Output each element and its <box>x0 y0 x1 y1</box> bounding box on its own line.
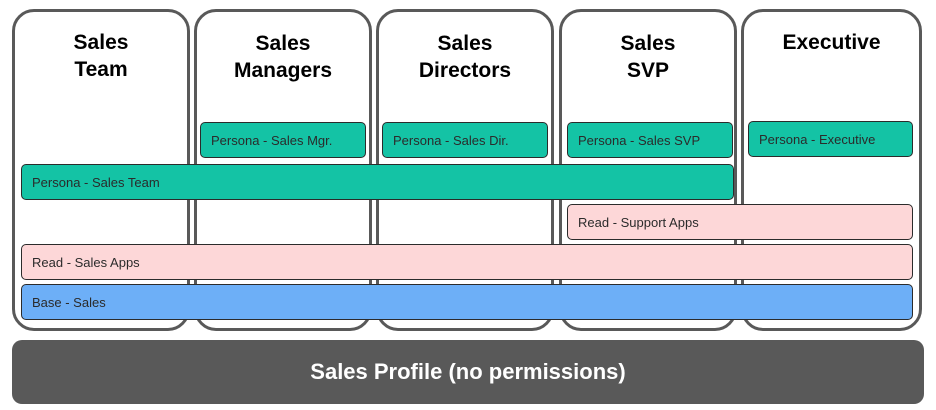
read-support-apps-bar: Read - Support Apps <box>567 204 913 240</box>
column-title-sales-managers: Sales Managers <box>233 32 333 82</box>
read-sales-apps-bar: Read - Sales Apps <box>21 244 913 280</box>
column-executive: Executive <box>741 9 922 331</box>
persona-sales-team-bar: Persona - Sales Team <box>21 164 734 200</box>
column-title-sales-svp: Sales SVP <box>620 32 676 82</box>
persona-sales-mgr-bar: Persona - Sales Mgr. <box>200 122 366 158</box>
persona-sales-svp-bar: Persona - Sales SVP <box>567 122 733 158</box>
sales-profile-bar: Sales Profile (no permissions) <box>12 340 924 404</box>
persona-sales-dir-bar: Persona - Sales Dir. <box>382 122 548 158</box>
persona-executive-bar: Persona - Executive <box>748 121 913 157</box>
column-title-sales-directors: Sales Directors <box>418 32 512 82</box>
base-sales-bar: Base - Sales <box>21 284 913 320</box>
column-title-sales-team: Sales Team <box>73 31 129 81</box>
column-title-executive: Executive <box>782 31 881 54</box>
